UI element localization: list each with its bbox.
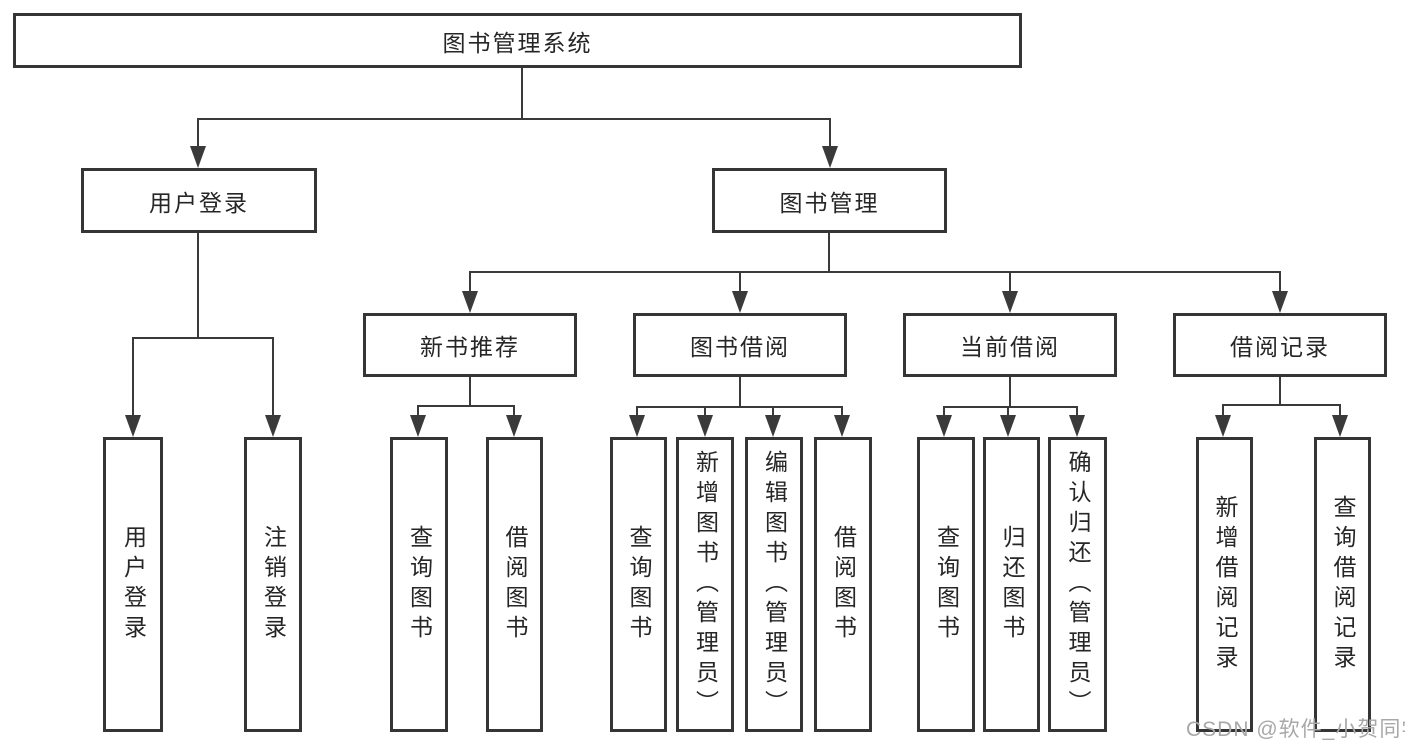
csdn-watermark: CSDN @软件_小贺同学 bbox=[1186, 718, 1405, 741]
node-root-label: 图书管理系统 bbox=[442, 29, 593, 56]
leaf-borrow-edit-books-label: 编辑图书（管理员） bbox=[761, 449, 788, 720]
node-book-borrow-label: 图书借阅 bbox=[690, 334, 790, 360]
edge-to-br-query-stem bbox=[1339, 404, 1341, 417]
leaf-logout: 注销登录 bbox=[244, 437, 302, 732]
leaf-recommend-query-books: 查询图书 bbox=[390, 437, 448, 732]
edge-to-cb-confirm-stem bbox=[1076, 406, 1078, 417]
leaf-records-add-record: 新增借阅记录 bbox=[1196, 437, 1253, 732]
edge-root-stem bbox=[521, 68, 523, 118]
node-root: 图书管理系统 bbox=[13, 13, 1022, 68]
arrowhead-to-cb-return bbox=[1000, 415, 1016, 437]
edge-to-rec-borrow-stem bbox=[513, 405, 515, 417]
node-book-management: 图书管理 bbox=[712, 168, 947, 233]
arrowhead-to-cb-confirm bbox=[1069, 415, 1085, 437]
edge-level2-bus bbox=[197, 118, 831, 120]
arrowhead-to-rec-query bbox=[410, 415, 426, 437]
leaf-recommend-query-books-label: 查询图书 bbox=[406, 524, 433, 645]
arrowhead-to-leaf-logout bbox=[265, 415, 281, 437]
node-current-borrow: 当前借阅 bbox=[903, 313, 1117, 377]
node-book-borrow: 图书借阅 bbox=[633, 313, 847, 377]
arrowhead-to-bb-query bbox=[629, 415, 645, 437]
leaf-recommend-borrow-books: 借阅图书 bbox=[486, 437, 543, 732]
leaf-current-confirm-return-label: 确认归还（管理员） bbox=[1065, 449, 1091, 720]
edge-to-borrow-records-stem bbox=[1279, 271, 1281, 293]
node-user-login-label: 用户登录 bbox=[149, 189, 249, 216]
leaf-records-query-record-label: 查询借阅记录 bbox=[1330, 494, 1356, 675]
leaf-current-confirm-return: 确认归还（管理员） bbox=[1048, 437, 1107, 732]
arrowhead-to-cb-query bbox=[936, 415, 952, 437]
edge-to-cb-return-stem bbox=[1007, 406, 1009, 417]
edge-book-borrow-stem bbox=[739, 377, 741, 406]
arrowhead-to-book-management bbox=[822, 146, 838, 168]
arrowhead-to-current-borrow bbox=[1002, 291, 1018, 313]
arrowhead-to-bb-edit bbox=[765, 415, 781, 437]
edge-to-new-book-recommend-stem bbox=[469, 271, 471, 293]
arrowhead-to-rec-borrow bbox=[506, 415, 522, 437]
node-borrow-records-label: 借阅记录 bbox=[1230, 334, 1330, 360]
edge-to-br-add-stem bbox=[1222, 404, 1224, 417]
edge-current-borrow-stem bbox=[1009, 377, 1011, 406]
edge-to-book-management-stem bbox=[829, 118, 831, 148]
edge-to-current-borrow-stem bbox=[1009, 271, 1011, 293]
edge-to-bb-edit-stem bbox=[772, 406, 774, 417]
arrowhead-to-br-add bbox=[1215, 415, 1231, 437]
arrowhead-to-bb-add bbox=[697, 415, 713, 437]
leaf-records-query-record: 查询借阅记录 bbox=[1314, 437, 1371, 732]
edge-borrow-records-bus bbox=[1222, 404, 1341, 406]
arrowhead-to-bb-borrow bbox=[834, 415, 850, 437]
edge-book-management-stem bbox=[828, 233, 830, 271]
leaf-user-login-label: 用户登录 bbox=[120, 524, 147, 645]
edge-new-book-recommend-stem bbox=[469, 377, 471, 405]
leaf-current-return-books: 归还图书 bbox=[983, 437, 1040, 732]
leaf-records-add-record-label: 新增借阅记录 bbox=[1212, 494, 1238, 675]
leaf-borrow-query-books-label: 查询图书 bbox=[626, 524, 652, 645]
node-borrow-records: 借阅记录 bbox=[1173, 313, 1387, 377]
edge-current-borrow-bus bbox=[943, 406, 1078, 408]
edge-to-leaf-logout-stem bbox=[272, 337, 274, 417]
arrowhead-to-book-borrow bbox=[732, 291, 748, 313]
leaf-borrow-query-books: 查询图书 bbox=[610, 437, 667, 732]
arrowhead-to-br-query bbox=[1332, 415, 1348, 437]
node-book-management-label: 图书管理 bbox=[779, 189, 880, 216]
node-user-login: 用户登录 bbox=[81, 168, 317, 233]
leaf-recommend-borrow-books-label: 借阅图书 bbox=[502, 524, 528, 645]
edge-new-book-recommend-bus bbox=[417, 405, 515, 407]
edge-to-book-borrow-stem bbox=[739, 271, 741, 293]
leaf-current-return-books-label: 归还图书 bbox=[999, 524, 1025, 645]
leaf-logout-label: 注销登录 bbox=[260, 524, 287, 645]
edge-borrow-records-stem bbox=[1279, 377, 1281, 404]
arrowhead-to-user-login bbox=[190, 146, 206, 168]
leaf-current-query-books-label: 查询图书 bbox=[933, 524, 960, 645]
edge-user-login-stem bbox=[197, 233, 199, 337]
edge-to-bb-add-stem bbox=[704, 406, 706, 417]
edge-to-bb-borrow-stem bbox=[841, 406, 843, 417]
edge-user-login-bus bbox=[132, 337, 274, 339]
leaf-current-query-books: 查询图书 bbox=[917, 437, 975, 732]
leaf-borrow-borrow-books: 借阅图书 bbox=[814, 437, 872, 732]
edge-to-user-login-stem bbox=[197, 118, 199, 148]
edge-level3-bus bbox=[469, 271, 1281, 273]
leaf-borrow-borrow-books-label: 借阅图书 bbox=[830, 524, 857, 645]
edge-to-leaf-user-login-stem bbox=[132, 337, 134, 417]
edge-book-borrow-bus bbox=[636, 406, 843, 408]
leaf-borrow-add-books: 新增图书（管理员） bbox=[676, 437, 734, 732]
edge-to-rec-query-stem bbox=[417, 405, 419, 417]
arrowhead-to-borrow-records bbox=[1272, 291, 1288, 313]
edge-to-cb-query-stem bbox=[943, 406, 945, 417]
leaf-borrow-add-books-label: 新增图书（管理员） bbox=[692, 449, 719, 720]
arrowhead-to-leaf-user-login bbox=[125, 415, 141, 437]
leaf-user-login: 用户登录 bbox=[103, 437, 163, 732]
leaf-borrow-edit-books: 编辑图书（管理员） bbox=[745, 437, 803, 732]
arrowhead-to-new-book-recommend bbox=[462, 291, 478, 313]
edge-to-bb-query-stem bbox=[636, 406, 638, 417]
node-current-borrow-label: 当前借阅 bbox=[960, 334, 1060, 360]
node-new-book-recommend: 新书推荐 bbox=[363, 313, 577, 377]
node-new-book-recommend-label: 新书推荐 bbox=[420, 334, 520, 360]
